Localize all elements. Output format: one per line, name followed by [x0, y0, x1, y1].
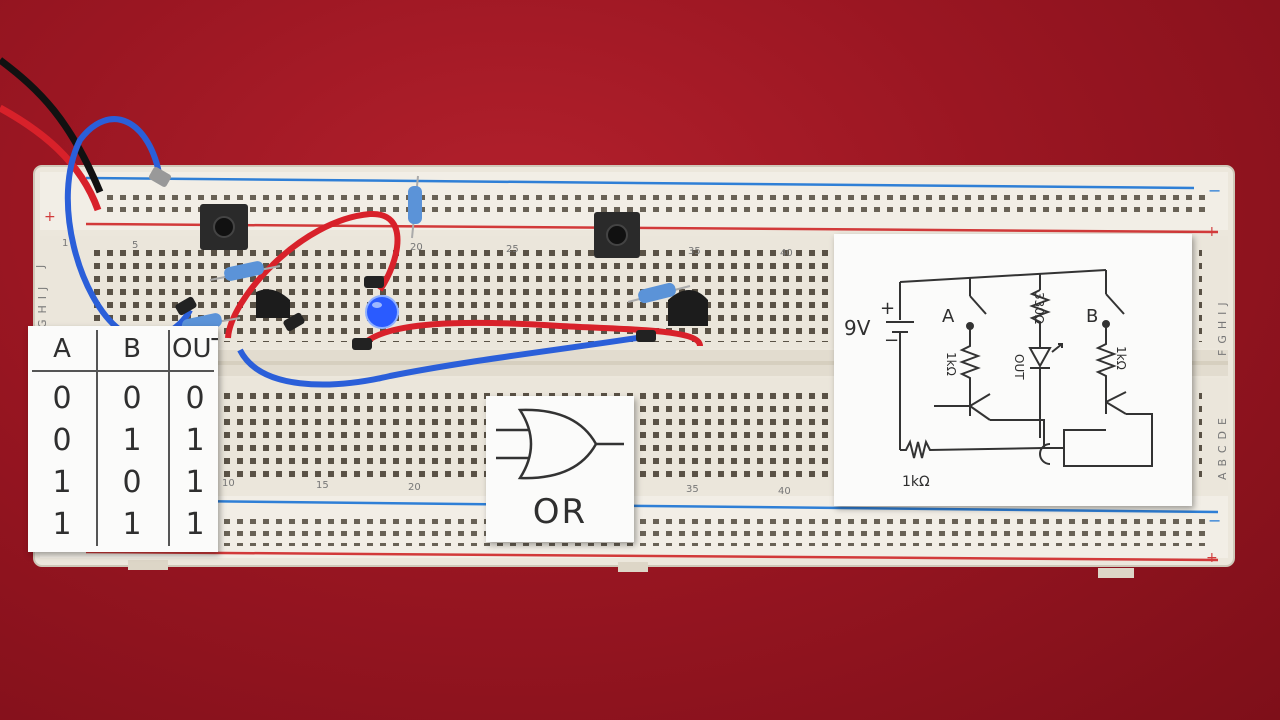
or-gate-symbol-icon — [496, 408, 624, 480]
truth-cell: 1 — [52, 507, 72, 542]
red-jumper-wire-upper — [225, 210, 401, 339]
resistor-b-label: 1kΩ — [1114, 346, 1128, 370]
top-red-rail-line — [85, 222, 1219, 234]
truth-cell: 1 — [185, 423, 205, 458]
column-number: 25 — [506, 244, 519, 255]
rail-minus-sign: − — [1208, 181, 1221, 200]
truth-cell: 0 — [185, 381, 205, 416]
rail-plus-sign-right: + — [1206, 224, 1218, 240]
column-number: 5 — [132, 240, 138, 251]
row-letters-right-upper: FGHIJ — [1216, 296, 1229, 356]
column-number: 40 — [780, 248, 793, 259]
rail-minus-sign-bottom: − — [1208, 511, 1221, 530]
bottom-red-rail-line — [85, 550, 1219, 562]
transistor-right — [668, 290, 708, 326]
schematic-card: 9V + − A B 330Ω OUT 1kΩ 1kΩ 1kΩ — [834, 234, 1192, 506]
truth-cell: 0 — [52, 423, 72, 458]
or-gate-card: OR — [486, 396, 634, 542]
row-letters-top: J — [34, 265, 47, 269]
schematic-drawing — [886, 269, 1153, 467]
truth-cell: 1 — [122, 507, 142, 542]
truth-cell: 0 — [122, 381, 142, 416]
row-letters-left: GHIJ — [36, 281, 49, 328]
gate-label: OR — [532, 492, 588, 532]
blue-led — [365, 295, 399, 329]
column-number: 35 — [688, 246, 701, 257]
truth-header-out: OUT — [172, 336, 218, 362]
truth-table-card: A B OUT 0 0 0 0 1 1 1 0 1 1 1 1 — [28, 326, 218, 552]
column-number: 10 — [222, 478, 235, 489]
truth-header-a: A — [53, 334, 71, 364]
resistor-3 — [408, 175, 422, 239]
column-number: 1 — [62, 238, 68, 249]
column-number: 35 — [686, 484, 699, 495]
truth-cell: 0 — [52, 381, 72, 416]
truth-cell: 1 — [185, 507, 205, 542]
truth-header-b: B — [123, 334, 141, 364]
truth-cell: 1 — [122, 423, 142, 458]
resistor-a-label: 1kΩ — [944, 352, 958, 376]
resistor-1 — [209, 261, 281, 281]
resistor-330-label: 330Ω — [1032, 292, 1046, 325]
led-out-label: OUT — [1012, 354, 1026, 380]
column-number: 20 — [408, 482, 421, 493]
red-jumper-wire-lower — [357, 319, 703, 350]
bottom-blue-rail-line — [85, 498, 1219, 514]
battery-plus: + — [880, 298, 896, 319]
row-letters-right-lower: ABCDE — [1216, 412, 1229, 480]
switch-b-label: B — [1086, 306, 1099, 327]
truth-cell: 1 — [185, 465, 205, 500]
column-number: 15 — [316, 480, 329, 491]
battery-label: 9V — [844, 316, 871, 340]
battery-minus: − — [884, 330, 900, 351]
resistor-4 — [627, 282, 691, 304]
switch-a-label: A — [942, 306, 955, 327]
resistor-bottom-label: 1kΩ — [902, 474, 930, 490]
truth-cell: 0 — [122, 465, 142, 500]
transistor-left — [256, 289, 290, 318]
blue-jumper-wire-middle — [237, 333, 651, 388]
top-blue-rail-line — [85, 176, 1195, 190]
push-button-b[interactable] — [594, 212, 640, 258]
column-number: 20 — [410, 242, 423, 253]
push-button-a[interactable] — [200, 204, 248, 250]
red-power-lead — [0, 104, 102, 212]
rail-plus-sign-bottom: + — [1206, 550, 1218, 566]
truth-cell: 1 — [52, 465, 72, 500]
column-number: 40 — [778, 486, 791, 497]
black-power-lead — [0, 57, 104, 194]
rail-plus-sign: + — [44, 209, 56, 225]
